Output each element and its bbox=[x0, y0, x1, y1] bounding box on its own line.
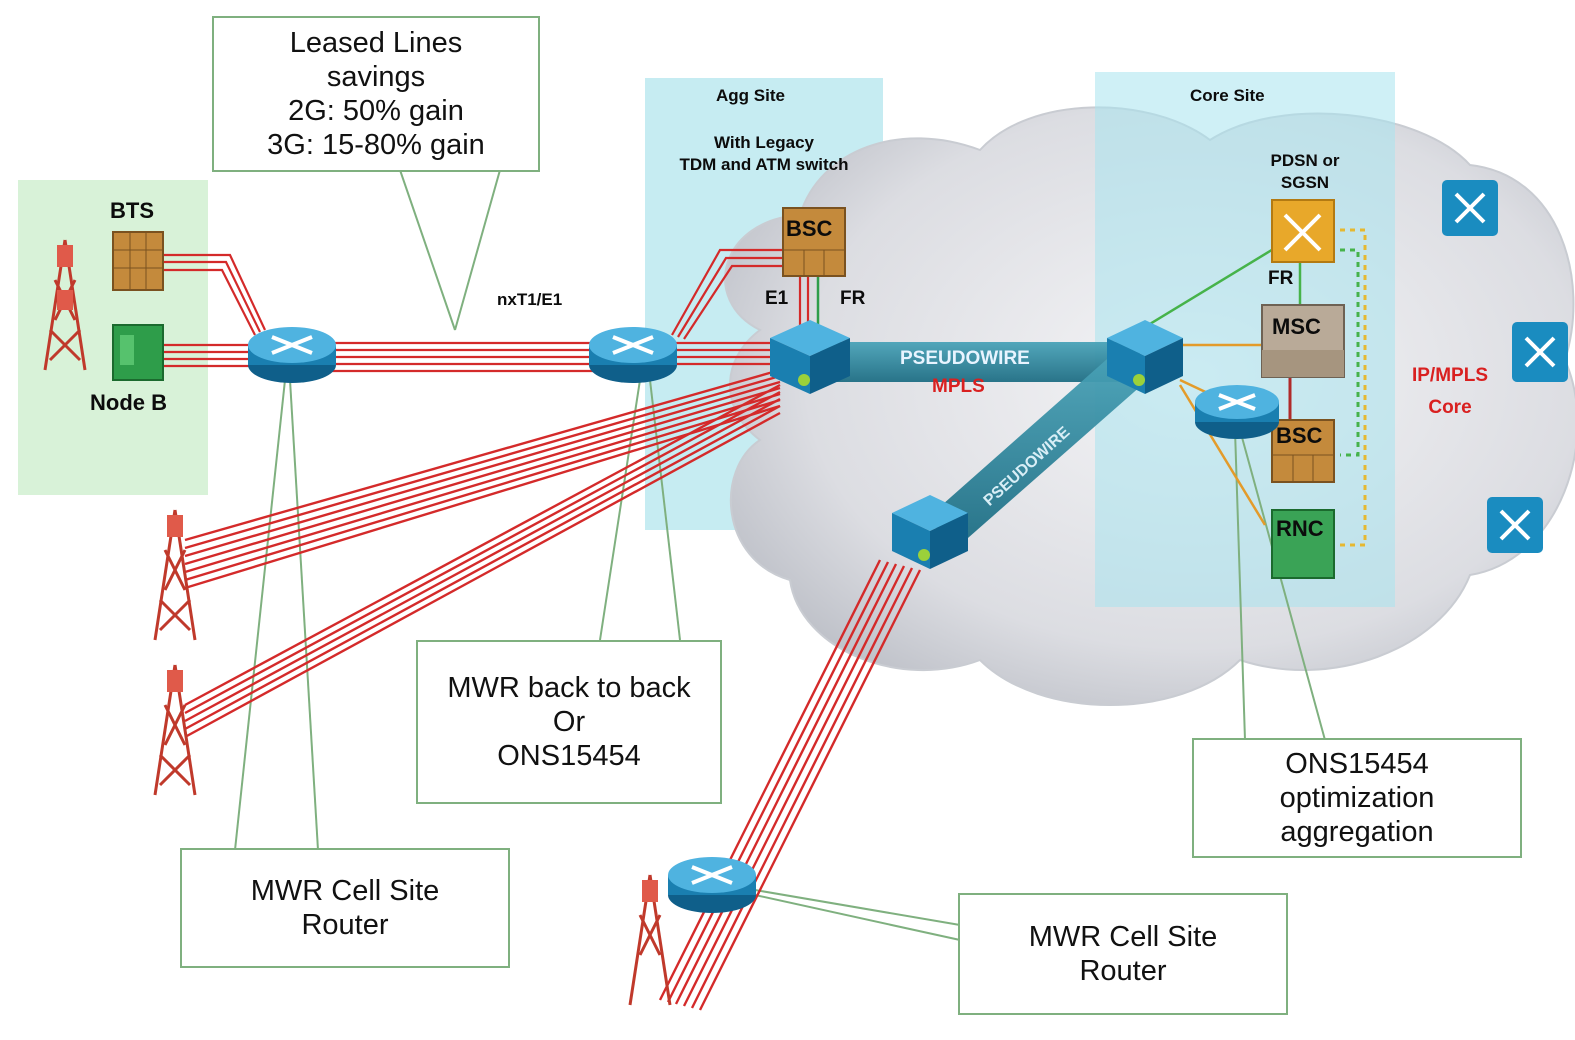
callout-line: 3G: 15-80% gain bbox=[267, 129, 485, 161]
tdm-bundles bbox=[160, 248, 922, 1011]
pseudowire-tubes bbox=[820, 342, 1150, 545]
pseudowire-tube-horizontal bbox=[820, 342, 1140, 382]
pseudowire-tube-diagonal bbox=[925, 352, 1150, 545]
tower-group bbox=[43, 239, 672, 1006]
pdsn-label: PDSN or SGSN bbox=[1240, 150, 1370, 194]
callout-line: Leased Lines bbox=[289, 27, 463, 59]
callout-line: optimization bbox=[1279, 782, 1435, 814]
switch-icon bbox=[1442, 180, 1498, 236]
ipmpls-line-1: IP/MPLS bbox=[1411, 365, 1488, 386]
callout-ons15454: ONS15454 optimization aggregation bbox=[1192, 738, 1522, 858]
core-links bbox=[1139, 228, 1367, 547]
callout-line: savings bbox=[326, 61, 426, 93]
switch-icon bbox=[1512, 322, 1568, 382]
callout-line: Or bbox=[552, 706, 586, 738]
msc-label: MSC bbox=[1272, 314, 1321, 339]
cell-tower-icon bbox=[153, 664, 197, 796]
router-icon bbox=[248, 327, 336, 383]
bsc-core-label: BSC bbox=[1276, 423, 1323, 448]
callout-leased-lines: Leased Lines savings 2G: 50% gain 3G: 15… bbox=[212, 16, 540, 172]
callout-line: MWR back to back bbox=[447, 672, 691, 704]
e1-label: E1 bbox=[765, 288, 789, 309]
core-site-label: Core Site bbox=[1190, 86, 1265, 105]
bts-label: BTS bbox=[110, 198, 154, 223]
equipment bbox=[112, 199, 1345, 579]
callout-mwr-cell-site-right: MWR Cell Site Router bbox=[958, 893, 1288, 1015]
callout-line: aggregation bbox=[1280, 816, 1434, 848]
callout-line: ONS15454 bbox=[1285, 748, 1429, 780]
rnc-box bbox=[1271, 509, 1335, 579]
msc-box bbox=[1261, 304, 1345, 378]
cell-tower-icon bbox=[153, 509, 197, 641]
callout-line: MWR Cell Site bbox=[250, 875, 440, 907]
cube-router-lower bbox=[892, 495, 968, 569]
bsc-agg-box bbox=[782, 207, 846, 277]
pseudowire-label: PSEUDOWIRE bbox=[900, 348, 1030, 369]
bsc-core-box bbox=[1271, 419, 1335, 483]
routers bbox=[248, 180, 1568, 913]
nxt1e1-label: nxT1/E1 bbox=[497, 290, 563, 309]
pdsn-box bbox=[1271, 199, 1335, 263]
bts-equipment-icon bbox=[112, 231, 164, 291]
cell-tower-icon bbox=[628, 874, 672, 1006]
fr-agg-label: FR bbox=[840, 288, 866, 309]
leader-lines bbox=[234, 169, 1326, 941]
callout-line: ONS15454 bbox=[497, 740, 641, 772]
callout-line: Router bbox=[301, 909, 389, 941]
agg-legacy-line-2: TDM and ATM switch bbox=[679, 155, 849, 174]
ipmpls-line-2: Core bbox=[1428, 397, 1472, 418]
mpls-label: MPLS bbox=[932, 376, 985, 397]
cube-router-core bbox=[1107, 320, 1183, 394]
agg-legacy-line-1: With Legacy bbox=[714, 133, 814, 152]
router-icon bbox=[668, 857, 756, 913]
callout-mwr-cell-site-left: MWR Cell Site Router bbox=[180, 848, 510, 968]
bsc-agg-label: BSC bbox=[786, 216, 833, 241]
callout-line: 2G: 50% gain bbox=[288, 95, 464, 127]
cell-tower-icon bbox=[43, 239, 87, 371]
node-b-equipment-icon bbox=[112, 324, 164, 381]
agg-legacy-label: With Legacy TDM and ATM switch bbox=[645, 132, 883, 176]
node-b-label: Node B bbox=[90, 390, 167, 415]
callout-line: MWR Cell Site bbox=[1028, 921, 1218, 953]
agg-site-label: Agg Site bbox=[716, 86, 785, 105]
callout-line: Router bbox=[1079, 955, 1167, 987]
pdsn-line-1: PDSN or bbox=[1270, 151, 1340, 170]
router-icon bbox=[1195, 385, 1279, 439]
callout-mwr-back-to-back: MWR back to back Or ONS15454 bbox=[416, 640, 722, 804]
cube-router-agg bbox=[770, 320, 850, 394]
fr-core-label: FR bbox=[1268, 268, 1294, 289]
pdsn-line-2: SGSN bbox=[1280, 173, 1330, 192]
rnc-label: RNC bbox=[1276, 516, 1324, 541]
ipmpls-label: IP/MPLS Core bbox=[1385, 360, 1515, 424]
router-icon bbox=[589, 327, 677, 383]
switch-icon bbox=[1487, 497, 1543, 553]
